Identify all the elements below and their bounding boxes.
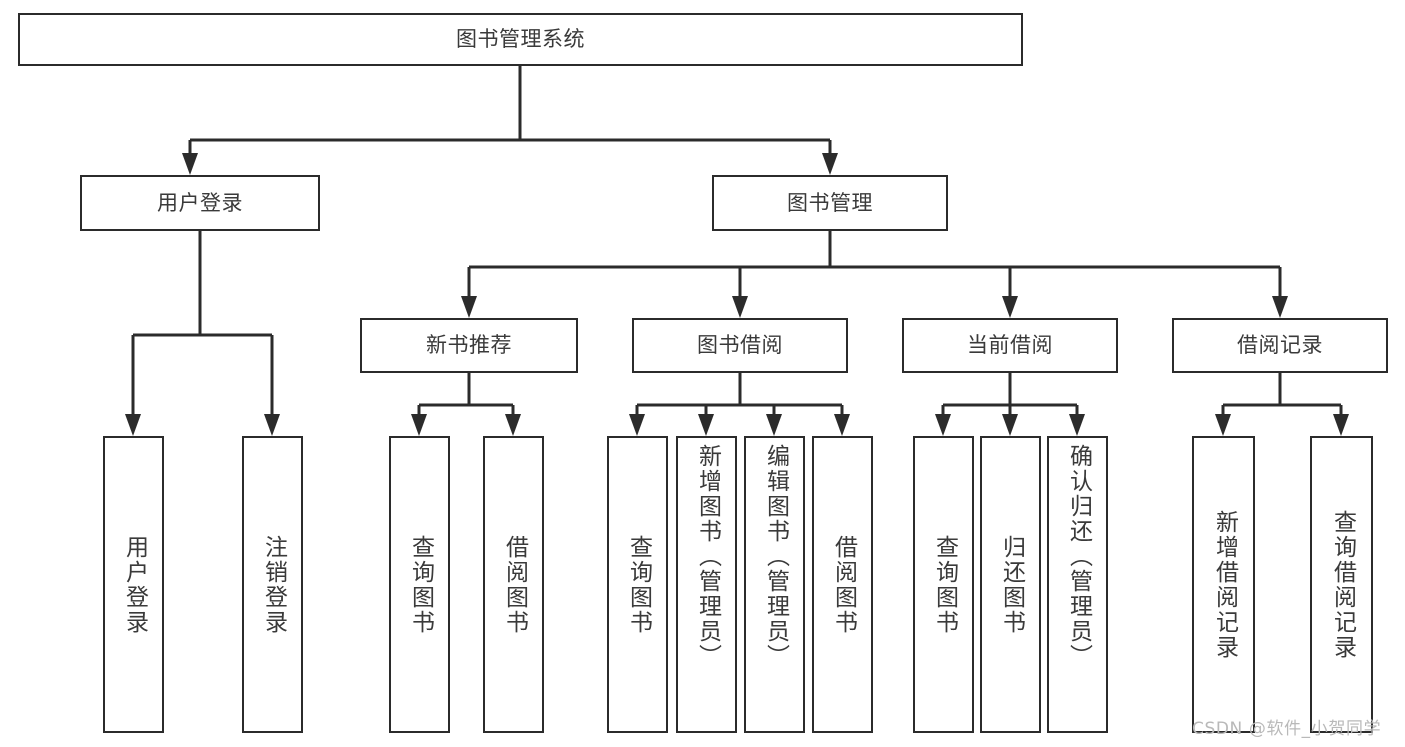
node-label: 新书推荐 xyxy=(426,333,512,358)
node-leaf-borrow-query-book[interactable]: 查询图书 xyxy=(607,436,668,733)
node-leaf-borrow-edit-book[interactable]: 编辑图书（管理员） xyxy=(744,436,805,733)
node-label: 借阅图书 xyxy=(501,534,528,635)
node-label: 归还图书 xyxy=(998,534,1025,635)
conn-book-manage-arrowhead-2 xyxy=(1002,296,1018,318)
node-label: 当前借阅 xyxy=(967,333,1053,358)
node-leaf-current-query-book[interactable]: 查询图书 xyxy=(913,436,974,733)
conn-root-arrowhead-1 xyxy=(822,153,838,175)
node-label: 图书管理系统 xyxy=(456,27,585,52)
node-label: 用户登录 xyxy=(157,190,243,215)
conn-root-arrowhead-0 xyxy=(182,153,198,175)
node-leaf-rec-query-book[interactable]: 查询图书 xyxy=(389,436,450,733)
conn-book-borrow-arrowhead-3 xyxy=(834,414,850,436)
node-leaf-record-query[interactable]: 查询借阅记录 xyxy=(1310,436,1373,733)
node-book-borrow[interactable]: 图书借阅 xyxy=(632,318,848,373)
conn-book-manage-arrowhead-3 xyxy=(1272,296,1288,318)
node-label: 借阅图书 xyxy=(830,534,857,635)
node-leaf-current-confirm-return[interactable]: 确认归还（管理员） xyxy=(1047,436,1108,733)
node-leaf-record-add[interactable]: 新增借阅记录 xyxy=(1192,436,1255,733)
node-label: 查询图书 xyxy=(625,534,652,635)
node-label: 用户登录 xyxy=(121,534,148,635)
conn-borrow-record-arrowhead-0 xyxy=(1215,414,1231,436)
node-leaf-user-logout[interactable]: 注销登录 xyxy=(242,436,303,733)
conn-book-borrow-arrowhead-2 xyxy=(766,414,782,436)
conn-book-borrow-arrowhead-0 xyxy=(629,414,645,436)
node-label: 新增借阅记录 xyxy=(1211,509,1238,660)
node-leaf-user-login[interactable]: 用户登录 xyxy=(103,436,164,733)
conn-new-book-rec-arrowhead-0 xyxy=(411,414,427,436)
node-leaf-rec-borrow-book[interactable]: 借阅图书 xyxy=(483,436,544,733)
conn-current-borrow-arrowhead-2 xyxy=(1069,414,1085,436)
node-book-manage[interactable]: 图书管理 xyxy=(712,175,948,231)
node-new-book-rec[interactable]: 新书推荐 xyxy=(360,318,578,373)
conn-book-manage-arrowhead-1 xyxy=(732,296,748,318)
node-label: 确认归还（管理员） xyxy=(1065,444,1092,669)
conn-borrow-record-arrowhead-1 xyxy=(1333,414,1349,436)
conn-new-book-rec-arrowhead-1 xyxy=(505,414,521,436)
node-label: 注销登录 xyxy=(260,534,287,635)
node-label: 图书借阅 xyxy=(697,333,783,358)
conn-book-borrow-arrowhead-1 xyxy=(698,414,714,436)
node-root[interactable]: 图书管理系统 xyxy=(18,13,1023,66)
node-label: 查询借阅记录 xyxy=(1329,509,1356,660)
conn-user-login-arrowhead-1 xyxy=(264,414,280,436)
conn-current-borrow-arrowhead-1 xyxy=(1002,414,1018,436)
node-borrow-record[interactable]: 借阅记录 xyxy=(1172,318,1388,373)
node-label: 查询图书 xyxy=(931,534,958,635)
node-label: 借阅记录 xyxy=(1237,333,1323,358)
node-current-borrow[interactable]: 当前借阅 xyxy=(902,318,1118,373)
node-leaf-current-return-book[interactable]: 归还图书 xyxy=(980,436,1041,733)
node-label: 图书管理 xyxy=(787,190,873,215)
node-label: 编辑图书（管理员） xyxy=(762,444,789,669)
node-label: 查询图书 xyxy=(407,534,434,635)
node-leaf-borrow-borrow-book[interactable]: 借阅图书 xyxy=(812,436,873,733)
node-user-login[interactable]: 用户登录 xyxy=(80,175,320,231)
conn-user-login-arrowhead-0 xyxy=(125,414,141,436)
node-leaf-borrow-add-book[interactable]: 新增图书（管理员） xyxy=(676,436,737,733)
node-label: 新增图书（管理员） xyxy=(694,444,721,669)
conn-book-manage-arrowhead-0 xyxy=(461,296,477,318)
conn-current-borrow-arrowhead-0 xyxy=(935,414,951,436)
